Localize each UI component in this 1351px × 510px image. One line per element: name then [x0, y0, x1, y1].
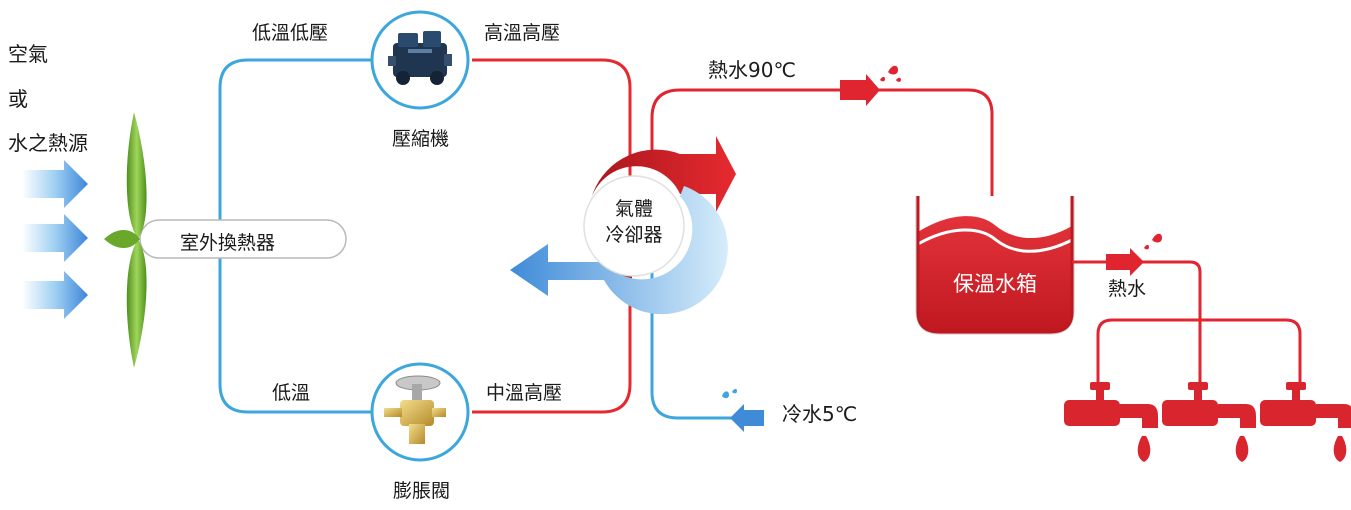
- label-expansion-valve: 膨脹閥: [393, 480, 451, 502]
- label-gas-cooler-line-1: 氣體: [614, 198, 653, 220]
- label-high-temp-high-pressure: 高溫高壓: [484, 22, 561, 44]
- fan-blade-icon: [104, 112, 147, 368]
- cold-output-arrow: [510, 186, 728, 315]
- compressor-icon: [388, 31, 452, 85]
- heat-source-line-3: 水之熱源: [8, 131, 88, 155]
- faucet-icon: [1162, 382, 1256, 462]
- cold-water-line: [650, 272, 740, 420]
- hot-line-valve-arrow: [840, 74, 880, 106]
- gas-cooler-core: [583, 175, 685, 277]
- faucet-manifold: [1096, 318, 1302, 384]
- label-mid-temp-high-pressure: 中溫高壓: [486, 382, 563, 404]
- storage-tank: [915, 196, 1075, 335]
- label-low-temp-low-pressure: 低溫低壓: [252, 22, 329, 44]
- hot-water-line: [650, 88, 994, 196]
- label-gas-cooler-line-2: 冷卻器: [605, 224, 663, 246]
- label-gas-cooler: 氣體 冷卻器: [588, 196, 680, 248]
- heat-source-line-2: 或: [8, 87, 28, 111]
- label-outdoor-heat-exchanger: 室外換熱器: [180, 232, 276, 254]
- air-flow-arrows: [22, 160, 88, 319]
- cold-water-arrow: [730, 404, 764, 432]
- outlet-splash-icon: [1144, 233, 1162, 250]
- expansion-valve-icon: [384, 375, 446, 444]
- splash-icon: [880, 65, 901, 82]
- label-compressor: 壓縮機: [392, 128, 450, 150]
- hot-output-arrow: [588, 136, 736, 280]
- cold-splash-icon: [722, 388, 737, 399]
- faucet-icon: [1064, 382, 1158, 462]
- label-hot-water-90: 熱水90℃: [708, 58, 796, 82]
- gas-cooler-swirl: [510, 136, 736, 315]
- heat-source-line-1: 空氣: [8, 42, 48, 66]
- label-low-temp: 低溫: [272, 382, 311, 404]
- outlet-line: [1072, 260, 1202, 384]
- label-hot-water: 熱水: [1108, 278, 1147, 300]
- outlet-arrow: [1106, 248, 1144, 276]
- faucet-icon: [1260, 382, 1351, 462]
- label-cold-water-5: 冷水5℃: [782, 402, 858, 426]
- label-storage-tank: 保溫水箱: [953, 272, 1037, 296]
